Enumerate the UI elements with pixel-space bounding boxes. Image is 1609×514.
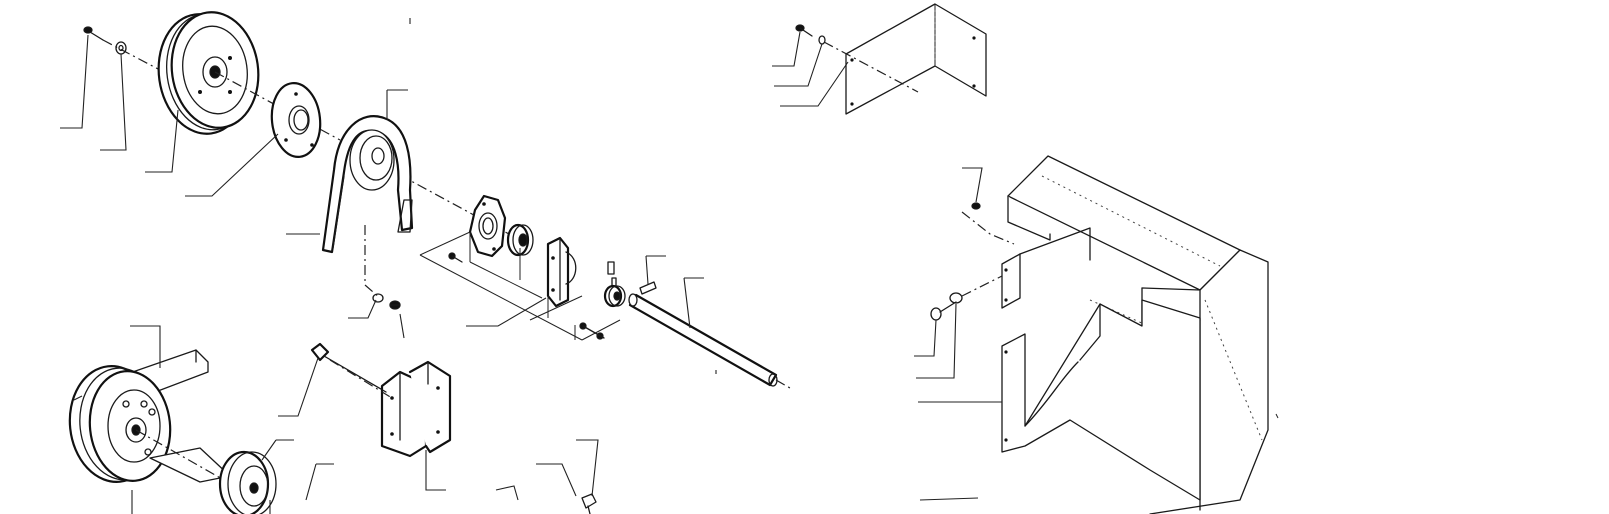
double-pulley-top: [157, 11, 260, 135]
leader-lines-housing: [914, 167, 1002, 501]
shaft: [628, 293, 791, 389]
bearing: [506, 223, 534, 257]
double-pulley-bottom: [68, 365, 172, 483]
bearing-flange: [468, 194, 507, 258]
bearing-mount-frame: [419, 231, 621, 341]
guard-side-bracket: [1001, 227, 1091, 309]
leader-lines-corner-bracket: [772, 31, 849, 107]
guard-side-panel: [1001, 299, 1201, 501]
bearing-bracket: [546, 236, 577, 308]
flange-plate: [270, 82, 322, 158]
screw-bottom-middle: [581, 493, 597, 514]
mounting-bracket: [380, 360, 452, 458]
screw-housing-top: [961, 202, 1015, 245]
key: [607, 261, 617, 287]
small-pulley-bottom: [218, 450, 277, 514]
leader-lines-top-left: [60, 18, 717, 374]
bolt-housing-side: [930, 275, 1003, 321]
bolt-top-left: [83, 26, 161, 71]
bolt-washer-corner-bracket: [795, 24, 826, 45]
key-small: [639, 281, 657, 295]
frame-screws: [448, 252, 605, 340]
washer-top-left: [115, 41, 127, 55]
collar: [603, 284, 626, 308]
bolt-middle: [310, 342, 393, 399]
washer-nut-under-belt: [372, 293, 401, 310]
corner-bracket-top: [823, 3, 987, 115]
leader-lines-bottom-left: [73, 325, 599, 514]
drive-belt: [321, 115, 414, 254]
